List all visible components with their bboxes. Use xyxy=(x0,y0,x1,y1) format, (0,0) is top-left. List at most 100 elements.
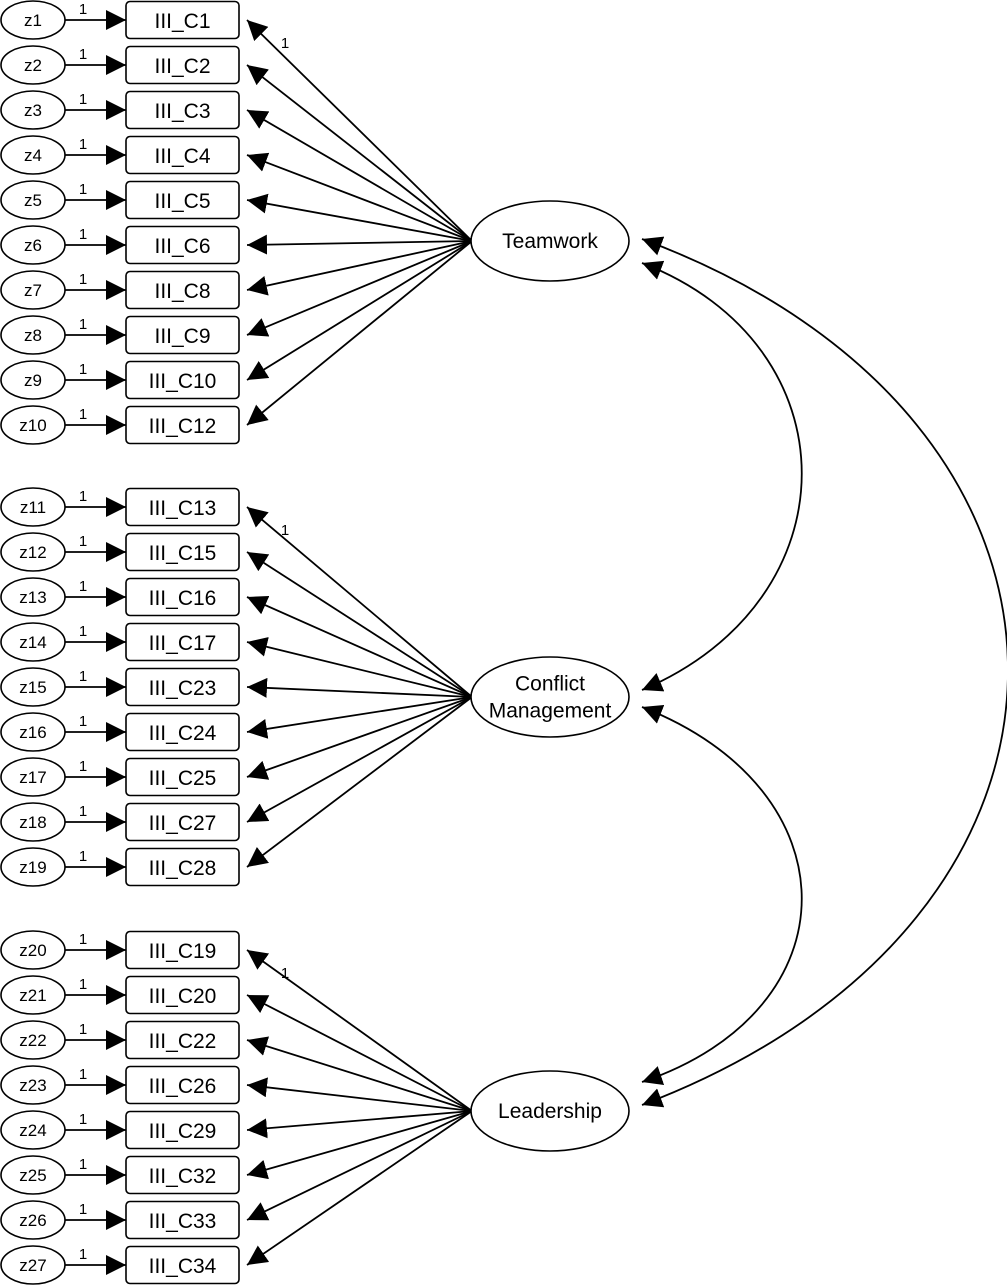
error-path-label: 1 xyxy=(79,488,87,505)
factor-label: Conflict xyxy=(515,673,585,696)
indicator-box xyxy=(125,847,240,887)
error-label: z22 xyxy=(19,1031,46,1050)
indicator-label: III_C1 xyxy=(154,10,210,33)
indicator: III_C2 xyxy=(125,45,240,85)
error-label: z25 xyxy=(19,1166,46,1185)
indicator-box xyxy=(125,667,240,707)
error-label: z23 xyxy=(19,1076,46,1095)
loading-arrow xyxy=(246,64,473,242)
indicator-box xyxy=(125,225,240,265)
error-label: z17 xyxy=(19,768,46,787)
indicator-label: III_C22 xyxy=(149,1030,217,1053)
error-layer: z11III_C1z21III_C2z31III_C3z41III_C4z51I… xyxy=(0,0,240,1285)
indicator-box xyxy=(125,270,240,310)
indicator: III_C34 xyxy=(125,1245,240,1285)
covariance-arrow-conflict-leadership xyxy=(641,704,803,1086)
indicator-box xyxy=(125,1245,240,1285)
loading-arrow xyxy=(246,19,473,242)
indicator-box xyxy=(125,45,240,85)
error-term: z17 1 xyxy=(0,757,126,797)
covariance-layer xyxy=(641,236,1007,1108)
loading-arrow xyxy=(246,1110,473,1266)
error-term: z11 xyxy=(0,0,126,40)
error-path-label: 1 xyxy=(79,976,87,993)
error-label: z13 xyxy=(19,588,46,607)
indicator-box xyxy=(125,757,240,797)
indicator: III_C3 xyxy=(125,90,240,130)
indicator-label: III_C34 xyxy=(149,1255,217,1278)
indicator-box xyxy=(125,180,240,220)
error-label: z15 xyxy=(19,678,46,697)
indicator: III_C10 xyxy=(125,360,240,400)
indicator-label: III_C3 xyxy=(154,100,210,123)
error-label: z8 xyxy=(24,326,42,345)
error-label: z19 xyxy=(19,858,46,877)
error-path-label: 1 xyxy=(79,758,87,775)
indicator-label: III_C26 xyxy=(149,1075,217,1098)
loading-arrow xyxy=(246,193,473,242)
indicator: III_C27 xyxy=(125,802,240,842)
latent-factor-leadership: Leadership xyxy=(470,1070,630,1152)
covariance-arrow-teamwork-leadership xyxy=(641,236,1007,1108)
indicator-label: III_C4 xyxy=(154,145,210,168)
error-label: z11 xyxy=(20,498,46,517)
loading-arrow xyxy=(246,1110,473,1139)
indicator: III_C28 xyxy=(125,847,240,887)
indicator-box xyxy=(125,622,240,662)
loading-arrow xyxy=(246,1110,473,1221)
fixed-loading-label: 1 xyxy=(281,965,289,982)
error-term: z91 xyxy=(0,360,126,400)
error-path-label: 1 xyxy=(79,316,87,333)
indicator-label: III_C29 xyxy=(149,1120,217,1143)
error-term: z71 xyxy=(0,270,126,310)
loading-arrow xyxy=(246,240,473,337)
indicator: III_C20 xyxy=(125,975,240,1015)
error-term: z31 xyxy=(0,90,126,130)
indicator-label: III_C23 xyxy=(149,677,217,700)
indicator-box xyxy=(125,360,240,400)
indicator: III_C33 xyxy=(125,1200,240,1240)
error-label: z10 xyxy=(19,416,46,435)
error-path-label: 1 xyxy=(79,668,87,685)
indicator-box xyxy=(125,135,240,175)
error-path-label: 1 xyxy=(79,1021,87,1038)
indicator-box xyxy=(125,90,240,130)
indicator-label: III_C24 xyxy=(149,722,217,745)
error-term: z8 1 xyxy=(0,315,126,355)
error-path-label: 1 xyxy=(79,46,87,63)
error-path-label: 1 xyxy=(79,406,87,423)
error-term: z26 1 xyxy=(0,1200,126,1240)
error-label: z20 xyxy=(19,941,46,960)
loading-arrow xyxy=(246,595,473,698)
error-label: z26 xyxy=(19,1211,46,1230)
error-label: z12 xyxy=(19,543,46,562)
error-path-label: 1 xyxy=(79,181,87,198)
loading-arrow xyxy=(246,1110,473,1180)
indicator: III_C4 xyxy=(125,135,240,175)
loading-arrow xyxy=(246,506,473,698)
error-path-label: 1 xyxy=(79,623,87,640)
error-label: z2 xyxy=(24,56,42,75)
error-term: z11 1 xyxy=(0,487,126,527)
error-term: z41 xyxy=(0,135,126,175)
indicator-box xyxy=(125,487,240,527)
factor-label: Leadership xyxy=(498,1100,602,1123)
loading-arrow xyxy=(246,677,473,698)
loading-layer: 111 xyxy=(246,19,473,1266)
loading-arrow xyxy=(246,152,473,242)
indicator: III_C16 xyxy=(125,577,240,617)
indicator: III_C1 xyxy=(125,0,240,40)
indicator-label: III_C8 xyxy=(154,280,210,303)
error-path-label: 1 xyxy=(79,1201,87,1218)
indicator: III_C32 xyxy=(125,1155,240,1195)
indicator-label: III_C13 xyxy=(149,497,217,520)
indicator-box xyxy=(125,1110,240,1150)
error-path-label: 1 xyxy=(79,713,87,730)
